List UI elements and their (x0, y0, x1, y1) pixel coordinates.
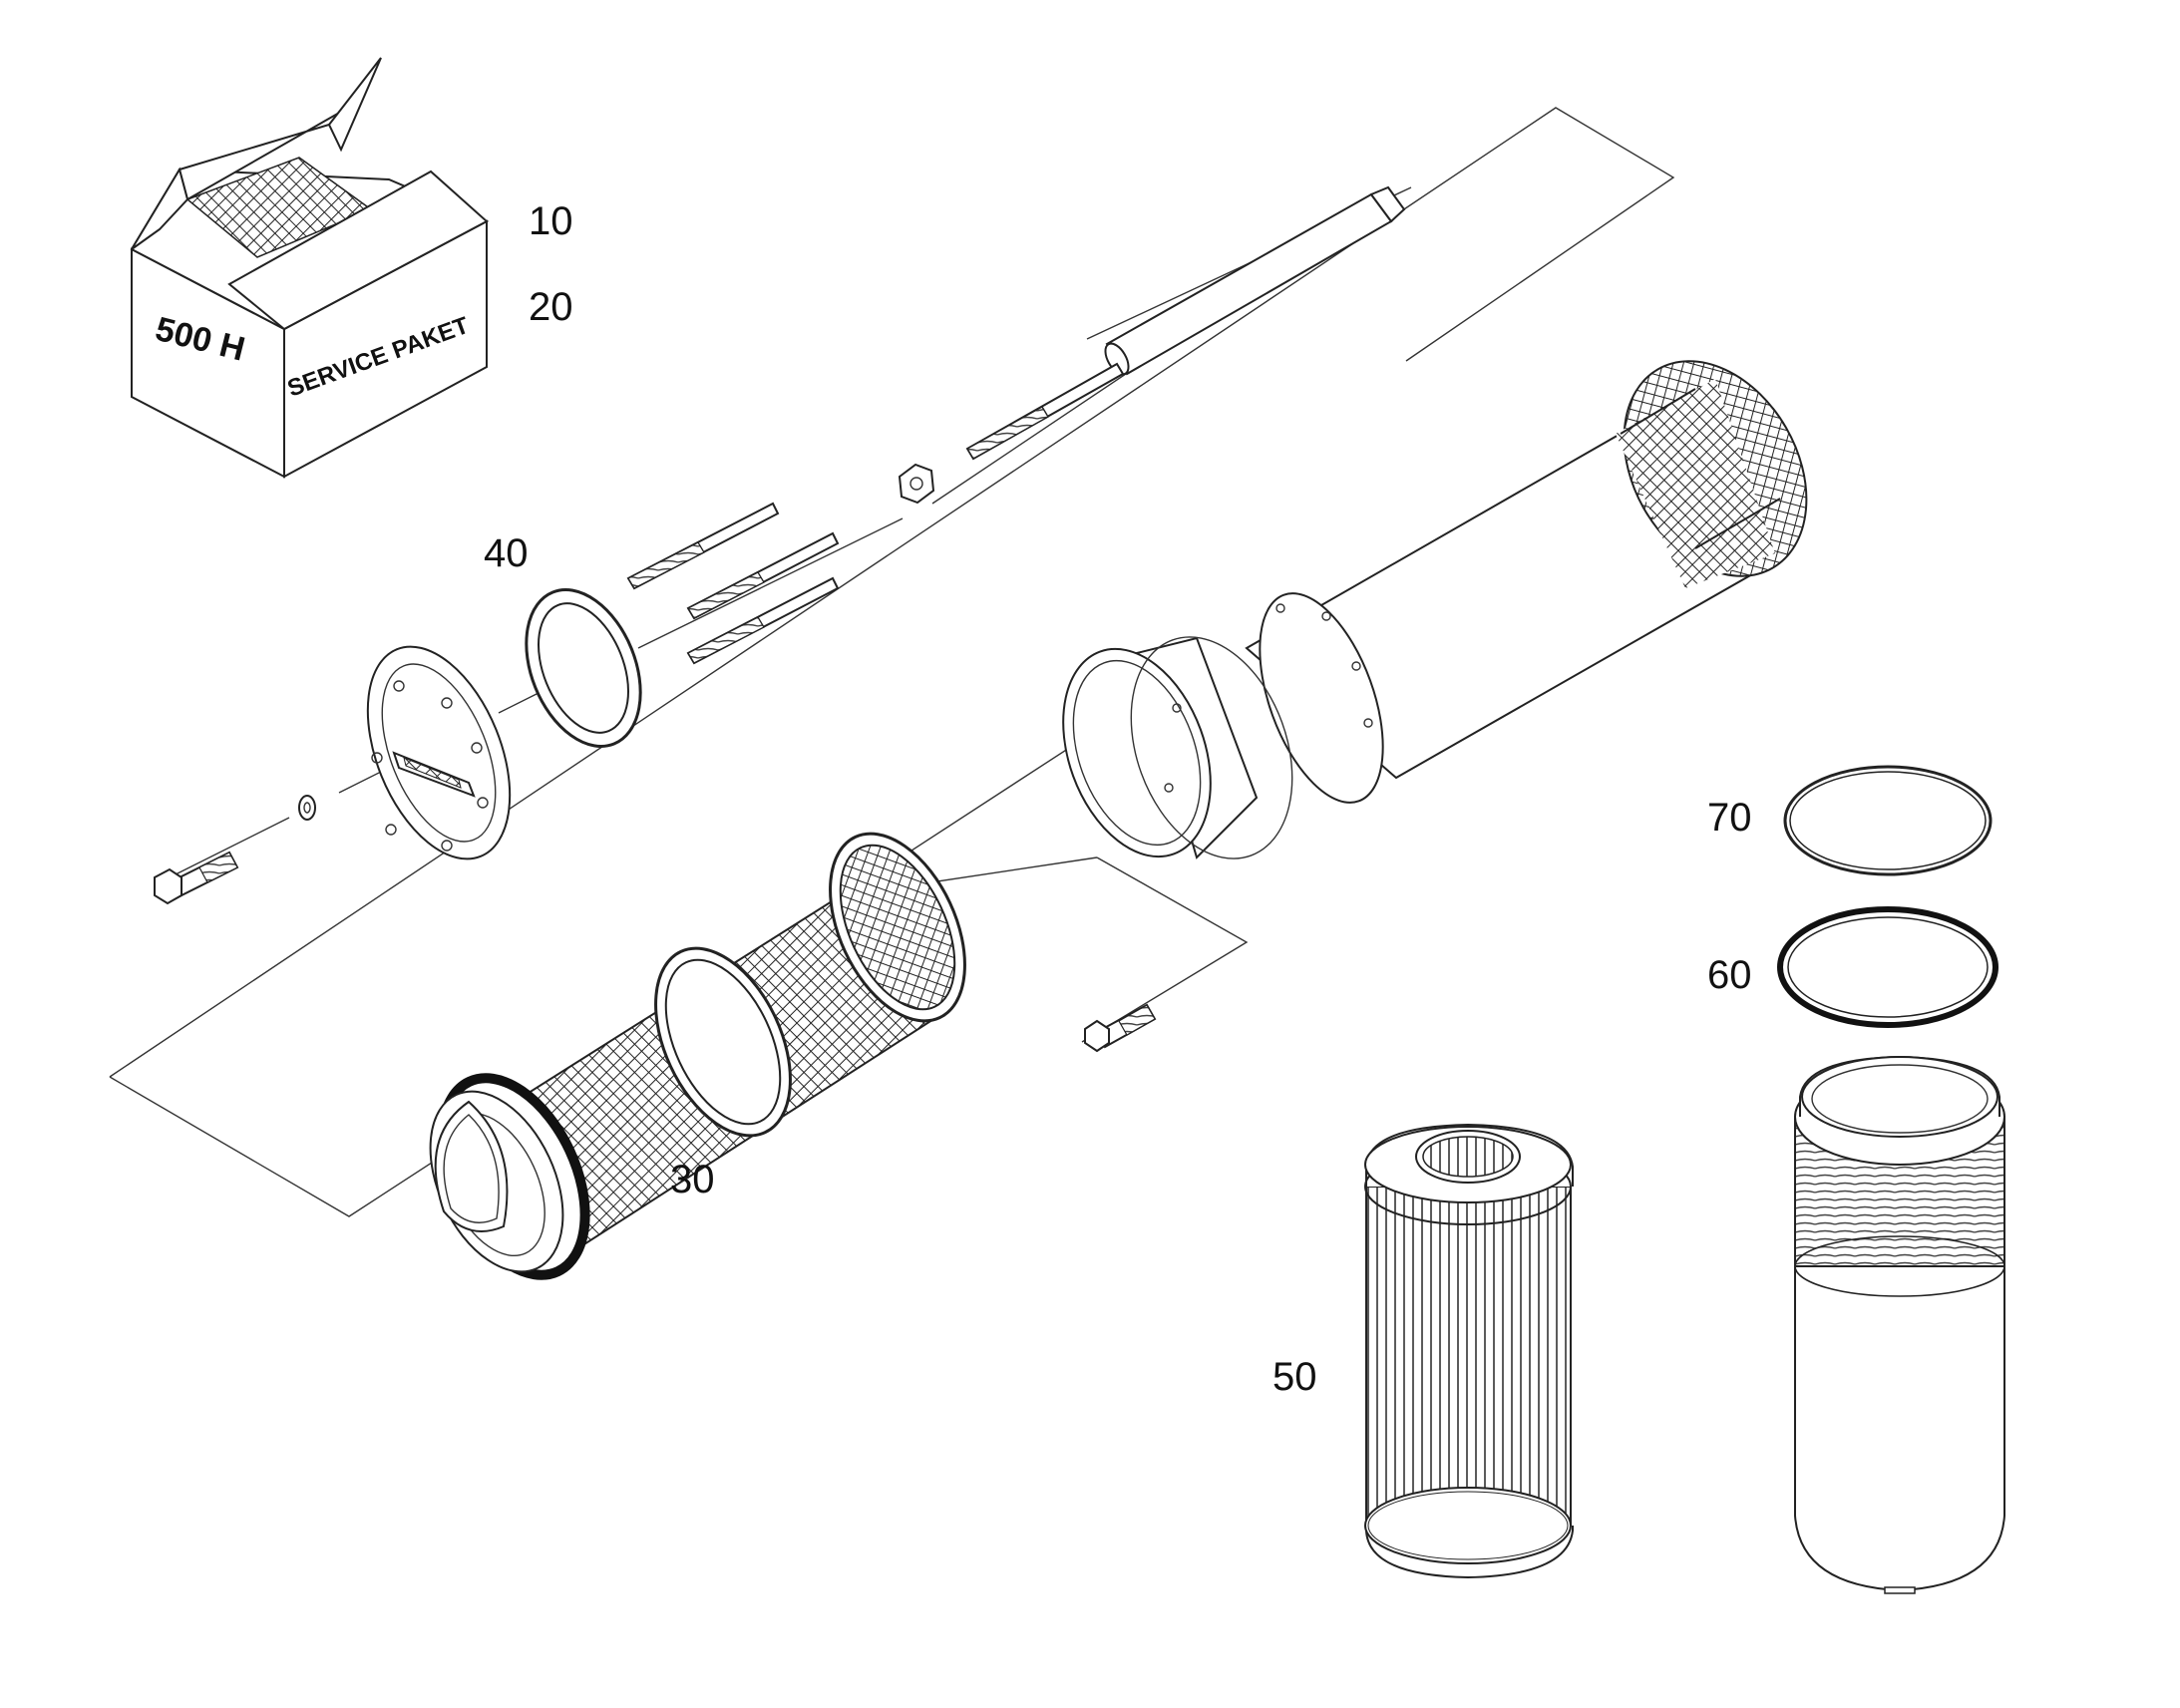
stud-bolt-3 (686, 576, 840, 665)
callout-70: 70 (1707, 796, 1752, 840)
filter-pleats (1365, 1186, 1572, 1527)
callout-20: 20 (529, 285, 573, 329)
box-flap-left (131, 167, 189, 250)
tube-end-cap (1369, 185, 1406, 223)
hex-screw (154, 851, 239, 905)
cover-flange (366, 645, 512, 860)
callout-10: 10 (529, 199, 573, 243)
filter-element-50 (1364, 1123, 1574, 1579)
callout-60: 60 (1707, 953, 1752, 997)
washer (298, 795, 316, 821)
strainer-handle (434, 1100, 509, 1232)
mesh-strainer-30 (429, 832, 966, 1280)
strainer-ring-middle (654, 946, 792, 1138)
tube-body (1105, 192, 1393, 376)
housing-flange (1259, 592, 1384, 804)
filter-housing (1062, 360, 1808, 859)
stud-bolts (626, 502, 840, 665)
housing-bolt (1084, 1003, 1157, 1053)
callout-40: 40 (484, 531, 529, 575)
callout-50: 50 (1272, 1355, 1317, 1399)
bowl-body (1794, 1266, 2005, 1592)
box-flap-front (227, 170, 489, 331)
o-ring-70 (1783, 765, 1993, 876)
stud-bolt-2 (686, 531, 840, 620)
callout-30: 30 (670, 1158, 715, 1201)
o-ring-60 (1777, 906, 1998, 1028)
service-package-box: 500 H SERVICE PAKET (130, 57, 490, 479)
gasket-40 (525, 588, 642, 748)
hex-nut (898, 463, 935, 505)
stud-bolt-1 (626, 502, 780, 590)
tie-rod-assembly (898, 185, 1406, 505)
filter-bowl (1794, 1055, 2005, 1594)
box-flap-right (327, 57, 382, 153)
